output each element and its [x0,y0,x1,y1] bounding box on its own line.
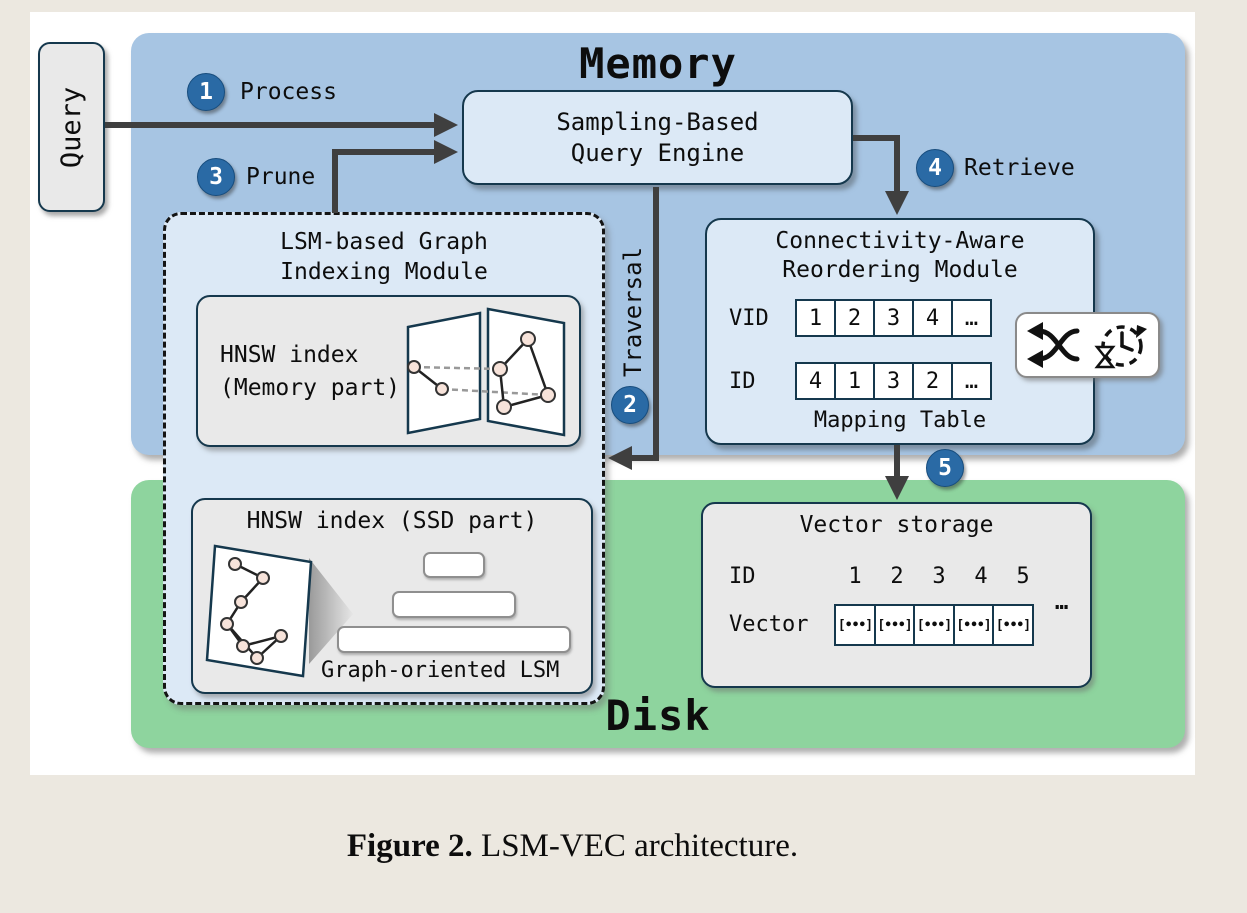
vector-id: 1 [848,564,862,589]
hnsw-memory-line2: (Memory part) [220,375,401,401]
vector-id-row: ID 1 2 3 4 5 [703,564,1090,594]
vector-storage-title: Vector storage [799,512,994,538]
vector-cell: [•••] [873,604,916,646]
reorder-icon-box [1015,312,1160,378]
step-3-label: Prune [246,164,316,190]
shuffle-clock-hourglass-icon [1027,322,1147,369]
lsm-level-0 [423,552,485,578]
vector-ellipsis: … [1055,590,1069,615]
vid-cell: 3 [873,299,914,337]
id-cell: 2 [912,362,953,400]
lsm-level-2 [337,626,571,653]
step-1-badge: 1 [187,73,225,111]
query-box: Query [38,42,105,212]
layered-graph-panels-icon [406,307,566,437]
vid-cell: 1 [795,299,836,337]
step-1-label: Process [240,79,337,105]
hnsw-memory-box: HNSW index (Memory part) [196,295,581,447]
vector-id-label: ID [729,564,756,589]
lsm-module-title-line1: LSM-based Graph [280,229,488,255]
id-cell: 1 [834,362,875,400]
id-cell: 3 [873,362,914,400]
id-row: ID 4 1 3 2 … [707,362,1093,400]
figure-caption-text: LSM-VEC architecture. [481,828,799,864]
lsm-indexing-module: LSM-based Graph Indexing Module HNSW ind… [163,212,605,705]
vector-cell: [•••] [834,604,876,646]
vector-id: 5 [1016,564,1030,589]
hnsw-ssd-title: HNSW index (SSD part) [246,508,538,534]
reorder-title-line1: Connectivity-Aware [775,228,1025,254]
vector-label: Vector [729,612,809,637]
disk-region-title: Disk [605,691,711,740]
step-3-badge: 3 [197,158,235,196]
step-4-label: Retrieve [964,155,1075,181]
vector-id: 3 [932,564,946,589]
query-label: Query [56,86,87,168]
figure-caption-label: Figure 2. [346,828,473,864]
step-2-badge: 2 [611,386,649,424]
vector-id: 4 [974,564,988,589]
id-cell: … [951,362,992,400]
graph-panel-funnel-icon [205,544,353,678]
hnsw-memory-line1: HNSW index [220,342,359,368]
vid-cell: 2 [834,299,875,337]
memory-region-title: Memory [579,39,737,88]
graph-oriented-lsm-label: Graph-oriented LSM [321,658,560,683]
query-engine-box: Sampling-Based Query Engine [462,90,853,185]
lsm-level-1 [392,591,516,618]
id-row-label: ID [729,368,756,394]
vector-id: 2 [890,564,904,589]
reorder-title-line2: Reordering Module [782,257,1018,283]
vid-row: VID 1 2 3 4 … [707,299,1093,337]
hnsw-ssd-box: HNSW index (SSD part) Graph-oriented LSM [191,498,593,694]
vector-cell: [•••] [952,604,995,646]
vector-cell: [•••] [913,604,955,646]
vector-cell: [•••] [992,604,1034,646]
step-4-badge: 4 [916,149,954,187]
mapping-table-label: Mapping Table [813,408,987,433]
step-5-badge: 5 [926,449,964,487]
vector-storage-box: Vector storage ID 1 2 3 4 5 … Vector [••… [701,502,1092,688]
vid-cell: … [951,299,992,337]
id-cell: 4 [795,362,836,400]
query-engine-line2: Query Engine [570,138,745,167]
figure-caption: Figure 2. LSM-VEC architecture. [0,828,1145,865]
query-engine-line1: Sampling-Based [556,107,759,136]
lsm-module-title-line2: Indexing Module [280,259,488,285]
vid-row-label: VID [729,305,769,331]
vid-cell: 4 [912,299,953,337]
step-2-label: Traversal [619,246,648,378]
